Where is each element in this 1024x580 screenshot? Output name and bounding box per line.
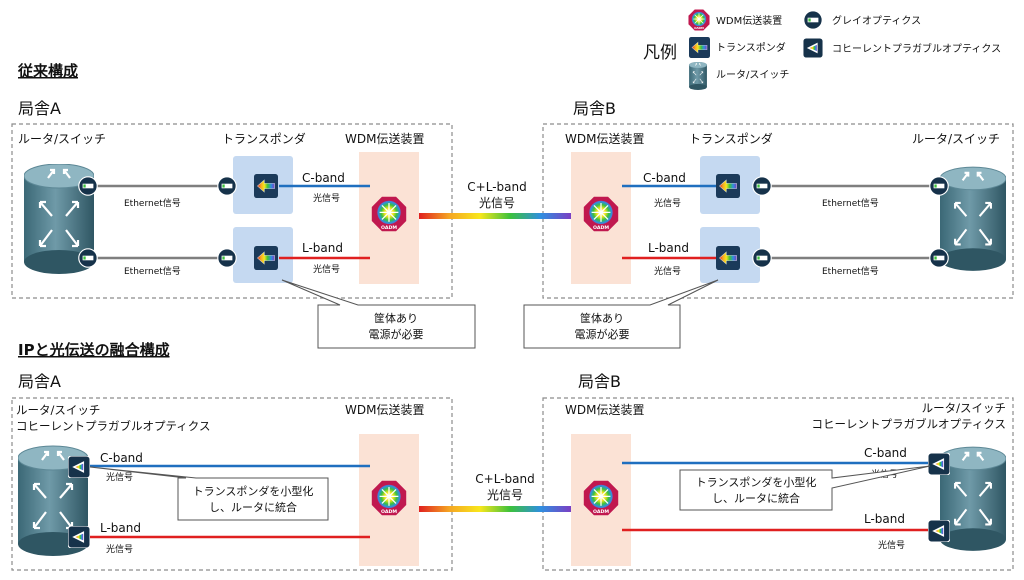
- callout-a-bottom-line2: し、ルータに統合: [209, 500, 297, 514]
- section-heading-conventional: 従来構成: [17, 62, 78, 80]
- transponder-icon: [254, 246, 278, 270]
- wdm-b-label-bottom: WDM伝送装置: [565, 402, 644, 417]
- grey-optics-icon: [803, 10, 823, 30]
- site-a-box-bottom: [11, 397, 453, 571]
- transponder-b-label: トランスポンダ: [689, 131, 773, 146]
- optical-signal-label: 光信号: [878, 539, 905, 551]
- cband-label-bottom-b: C-band: [864, 446, 907, 460]
- lband-label-bottom-b: L-band: [864, 512, 905, 526]
- cband-label: C-band: [643, 171, 686, 185]
- cl-optical-label-bottom: 光信号: [487, 488, 523, 502]
- coherent-pluggable-optics-icon: [68, 456, 90, 478]
- grey-optics-icon: [217, 248, 237, 268]
- ethernet-label: Ethernet信号: [822, 197, 879, 209]
- ethernet-label: Ethernet信号: [124, 197, 181, 209]
- callout-a-box: [281, 279, 476, 349]
- router-b-icon: [940, 166, 1006, 272]
- transponder-a-label: トランスポンダ: [222, 131, 306, 146]
- router-switch-icon: [688, 62, 708, 90]
- grey-optics-icon: [929, 176, 949, 196]
- site-b-box: [542, 123, 1014, 299]
- callout-b-box-bottom: [679, 465, 931, 511]
- site-a-label-bottom: 局舎A: [18, 372, 61, 391]
- wdm-a-label-bottom: WDM伝送装置: [345, 402, 424, 417]
- legend: 凡例 WDM伝送装置 トランスポンダ ルータ/スイッチ グレイオプティクス コヒ…: [643, 9, 1001, 90]
- grey-optics-icon: [217, 176, 237, 196]
- cband-label: C-band: [302, 171, 345, 185]
- lband-label-bottom-a: L-band: [100, 521, 141, 535]
- wdm-a-label: WDM伝送装置: [345, 131, 424, 146]
- coherent-pluggable-optics-icon: [68, 526, 90, 548]
- callout-b-bottom-line1: トランスポンダを小型化: [696, 475, 817, 489]
- router-a-label-bottom: ルータ/スイッチ: [16, 403, 100, 417]
- wdm-device-icon: [583, 196, 619, 232]
- cl-band-fiber-bottom: [419, 506, 571, 512]
- wdm-device-icon: [371, 196, 407, 232]
- legend-item-transponder: トランスポンダ: [716, 41, 786, 54]
- optical-signal-label: 光信号: [106, 543, 133, 555]
- transponder-icon: [254, 174, 278, 198]
- callout-a-line2: 電源が必要: [369, 327, 424, 341]
- grey-optics-icon: [752, 176, 772, 196]
- site-a-box: [11, 123, 453, 299]
- legend-item-router: ルータ/スイッチ: [716, 69, 789, 81]
- transponder-icon: [716, 246, 740, 270]
- legend-title: 凡例: [643, 43, 677, 63]
- legend-item-coherent-optics: コヒーレントプラガブルオプティクス: [832, 42, 1001, 55]
- cl-band-label-bottom: C+L-band: [475, 472, 534, 486]
- callout-a-line1: 筐体あり: [374, 311, 418, 325]
- optical-signal-label: 光信号: [313, 192, 340, 204]
- lband-label: L-band: [648, 241, 689, 255]
- transponder-icon: [716, 174, 740, 198]
- cl-band-label-top: C+L-band: [467, 180, 526, 194]
- wdm-device-icon: [583, 480, 619, 516]
- cl-band-fiber-top: [419, 213, 571, 219]
- wdm-device-icon: [371, 480, 407, 516]
- callout-b-line2: 電源が必要: [575, 327, 630, 341]
- coherent-pluggable-optics-icon: [803, 38, 823, 58]
- optical-signal-label: 光信号: [654, 265, 681, 277]
- site-b-label: 局舎B: [573, 99, 616, 118]
- callout-a-bottom-line1: トランスポンダを小型化: [193, 484, 314, 498]
- callout-b-box: [523, 279, 719, 349]
- callout-b-bottom-line2: し、ルータに統合: [712, 491, 800, 505]
- grey-optics-icon: [752, 248, 772, 268]
- router-b-sublabel-bottom: コヒーレントプラガブルオプティクス: [812, 417, 1006, 431]
- router-b-label-bottom: ルータ/スイッチ: [922, 401, 1006, 415]
- ethernet-label: Ethernet信号: [124, 265, 181, 277]
- site-b-box-bottom: [542, 397, 1014, 571]
- legend-item-grey-optics: グレイオプティクス: [832, 14, 921, 27]
- transponder-icon: [689, 37, 710, 58]
- site-b-label-bottom: 局舎B: [578, 372, 621, 391]
- optical-signal-label: 光信号: [106, 471, 133, 483]
- router-a-label: ルータ/スイッチ: [18, 132, 106, 146]
- lband-label: L-band: [302, 241, 343, 255]
- coherent-pluggable-optics-icon: [928, 520, 950, 542]
- cl-optical-label-top: 光信号: [479, 196, 515, 210]
- legend-item-wdm: WDM伝送装置: [716, 14, 782, 27]
- section-heading-converged: IPと光伝送の融合構成: [18, 341, 170, 359]
- callout-a-box-bottom: [89, 466, 329, 521]
- wdm-b-label: WDM伝送装置: [565, 131, 644, 146]
- cband-label-bottom-a: C-band: [100, 451, 143, 465]
- grey-optics-icon: [78, 176, 98, 196]
- wdm-device-icon: [688, 9, 710, 31]
- router-a-sublabel-bottom: コヒーレントプラガブルオプティクス: [16, 419, 210, 433]
- grey-optics-icon: [78, 248, 98, 268]
- router-b-label: ルータ/スイッチ: [912, 132, 1000, 146]
- grey-optics-icon: [929, 248, 949, 268]
- callout-b-line1: 筐体あり: [580, 311, 624, 325]
- coherent-pluggable-optics-icon: [928, 453, 950, 475]
- optical-signal-label: 光信号: [313, 263, 340, 275]
- site-a-label: 局舎A: [18, 99, 61, 118]
- optical-signal-label: 光信号: [654, 197, 681, 209]
- ethernet-label: Ethernet信号: [822, 265, 879, 277]
